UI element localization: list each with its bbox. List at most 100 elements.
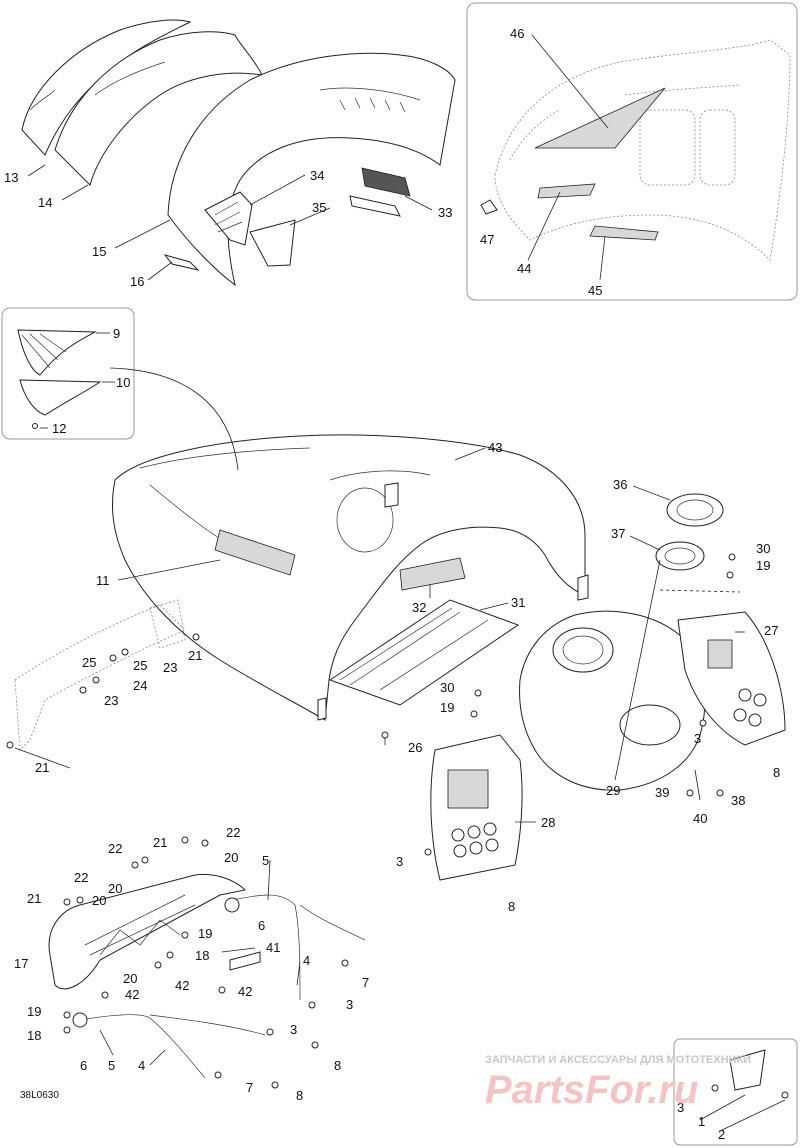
bumper-ghost xyxy=(14,599,186,751)
label-42-c: 42 xyxy=(238,984,252,999)
label-25-b: 25 xyxy=(133,658,147,673)
label-4-a: 4 xyxy=(303,953,310,968)
cables xyxy=(72,894,366,1079)
label-29: 29 xyxy=(606,783,620,798)
leader-lines xyxy=(14,34,786,1131)
label-20-a: 20 xyxy=(224,850,238,865)
label-46: 46 xyxy=(510,26,524,41)
label-7-b: 7 xyxy=(246,1080,253,1095)
label-7-a: 7 xyxy=(362,975,369,990)
label-42-b: 42 xyxy=(125,987,139,1002)
console-29 xyxy=(519,610,706,791)
label-33: 33 xyxy=(438,205,452,220)
label-21-b: 21 xyxy=(35,760,49,775)
label-47: 47 xyxy=(480,232,494,247)
label-10: 10 xyxy=(116,375,130,390)
label-11: 11 xyxy=(96,573,110,588)
inset-box-bottom-right xyxy=(673,1038,798,1146)
inset-vent xyxy=(17,329,102,429)
side-panel-27 xyxy=(677,611,786,746)
label-15: 15 xyxy=(92,244,106,259)
label-20-b: 20 xyxy=(108,881,122,896)
label-13: 13 xyxy=(4,170,18,185)
label-21-a: 21 xyxy=(188,648,202,663)
label-32: 32 xyxy=(412,600,426,615)
decal-45 xyxy=(589,225,659,241)
label-19-d: 19 xyxy=(27,1004,41,1019)
label-3-d: 3 xyxy=(290,1022,297,1037)
watermark-logo: PartsFor.ru xyxy=(485,1068,698,1112)
label-34: 34 xyxy=(310,168,324,183)
label-3-c: 3 xyxy=(346,997,353,1012)
label-43: 43 xyxy=(488,440,502,455)
reference-code: 38L0630 xyxy=(20,1090,59,1101)
label-24: 24 xyxy=(133,678,147,693)
label-19-a: 19 xyxy=(756,558,770,573)
label-8-d: 8 xyxy=(296,1088,303,1103)
label-17: 17 xyxy=(14,956,28,971)
pad-32 xyxy=(399,557,466,591)
label-5-a: 5 xyxy=(262,853,269,868)
label-3-e: 3 xyxy=(677,1100,684,1115)
label-22-a: 22 xyxy=(108,841,122,856)
label-44: 44 xyxy=(517,261,531,276)
label-42-a: 42 xyxy=(175,978,189,993)
label-39: 39 xyxy=(655,785,669,800)
hood-body xyxy=(111,434,589,721)
label-26: 26 xyxy=(408,740,422,755)
label-8-c: 8 xyxy=(334,1058,341,1073)
tray-31 xyxy=(328,599,520,706)
label-25-a: 25 xyxy=(82,655,96,670)
label-8-b: 8 xyxy=(508,899,515,914)
label-16: 16 xyxy=(130,274,144,289)
side-panel-28 xyxy=(430,734,523,881)
label-23-a: 23 xyxy=(163,660,177,675)
label-23-b: 23 xyxy=(104,693,118,708)
inset-box-left xyxy=(1,307,135,440)
label-37: 37 xyxy=(611,526,625,541)
label-30-b: 30 xyxy=(440,680,454,695)
watermark-tagline: ЗАПЧАСТИ И АКСЕССУАРЫ ДЛЯ МОТОТЕХНИКИ xyxy=(485,1054,751,1066)
label-20-c: 20 xyxy=(92,893,106,908)
clip-47 xyxy=(480,199,498,215)
label-22-b: 22 xyxy=(226,825,240,840)
label-2: 2 xyxy=(718,1127,725,1142)
part-labels: 13 14 15 16 34 35 33 46 47 44 45 9 10 12… xyxy=(4,26,780,1142)
fastener-hardware xyxy=(6,553,789,1099)
label-12: 12 xyxy=(52,421,66,436)
label-18-a: 18 xyxy=(195,948,209,963)
label-3-a: 3 xyxy=(694,731,701,746)
label-38: 38 xyxy=(731,793,745,808)
label-20-d: 20 xyxy=(123,971,137,986)
label-6-b: 6 xyxy=(80,1058,87,1073)
label-1: 1 xyxy=(698,1114,705,1129)
decal-44 xyxy=(537,183,596,199)
label-31: 31 xyxy=(511,595,525,610)
tray-assembly xyxy=(328,557,520,706)
inset-hood-top-view xyxy=(480,39,791,261)
inset-box-top-right xyxy=(466,2,798,301)
label-9: 9 xyxy=(113,326,120,341)
label-3-b: 3 xyxy=(396,854,403,869)
top-liner-panels xyxy=(21,19,456,287)
label-18-b: 18 xyxy=(27,1028,41,1043)
label-5-b: 5 xyxy=(108,1058,115,1073)
label-21-c: 21 xyxy=(153,835,167,850)
label-19-c: 19 xyxy=(198,926,212,941)
label-27: 27 xyxy=(764,623,778,638)
label-35: 35 xyxy=(312,200,326,215)
label-21-d: 21 xyxy=(27,891,41,906)
label-41: 41 xyxy=(266,940,280,955)
label-8-a: 8 xyxy=(773,765,780,780)
label-28: 28 xyxy=(541,815,555,830)
gauge-rings xyxy=(655,493,724,571)
vent-11 xyxy=(214,529,296,576)
label-22-c: 22 xyxy=(74,870,88,885)
bracket-17 xyxy=(48,873,247,990)
label-45: 45 xyxy=(588,283,602,298)
label-30-a: 30 xyxy=(756,541,770,556)
label-19-b: 19 xyxy=(440,700,454,715)
label-40: 40 xyxy=(693,811,707,826)
label-4-b: 4 xyxy=(138,1058,145,1073)
